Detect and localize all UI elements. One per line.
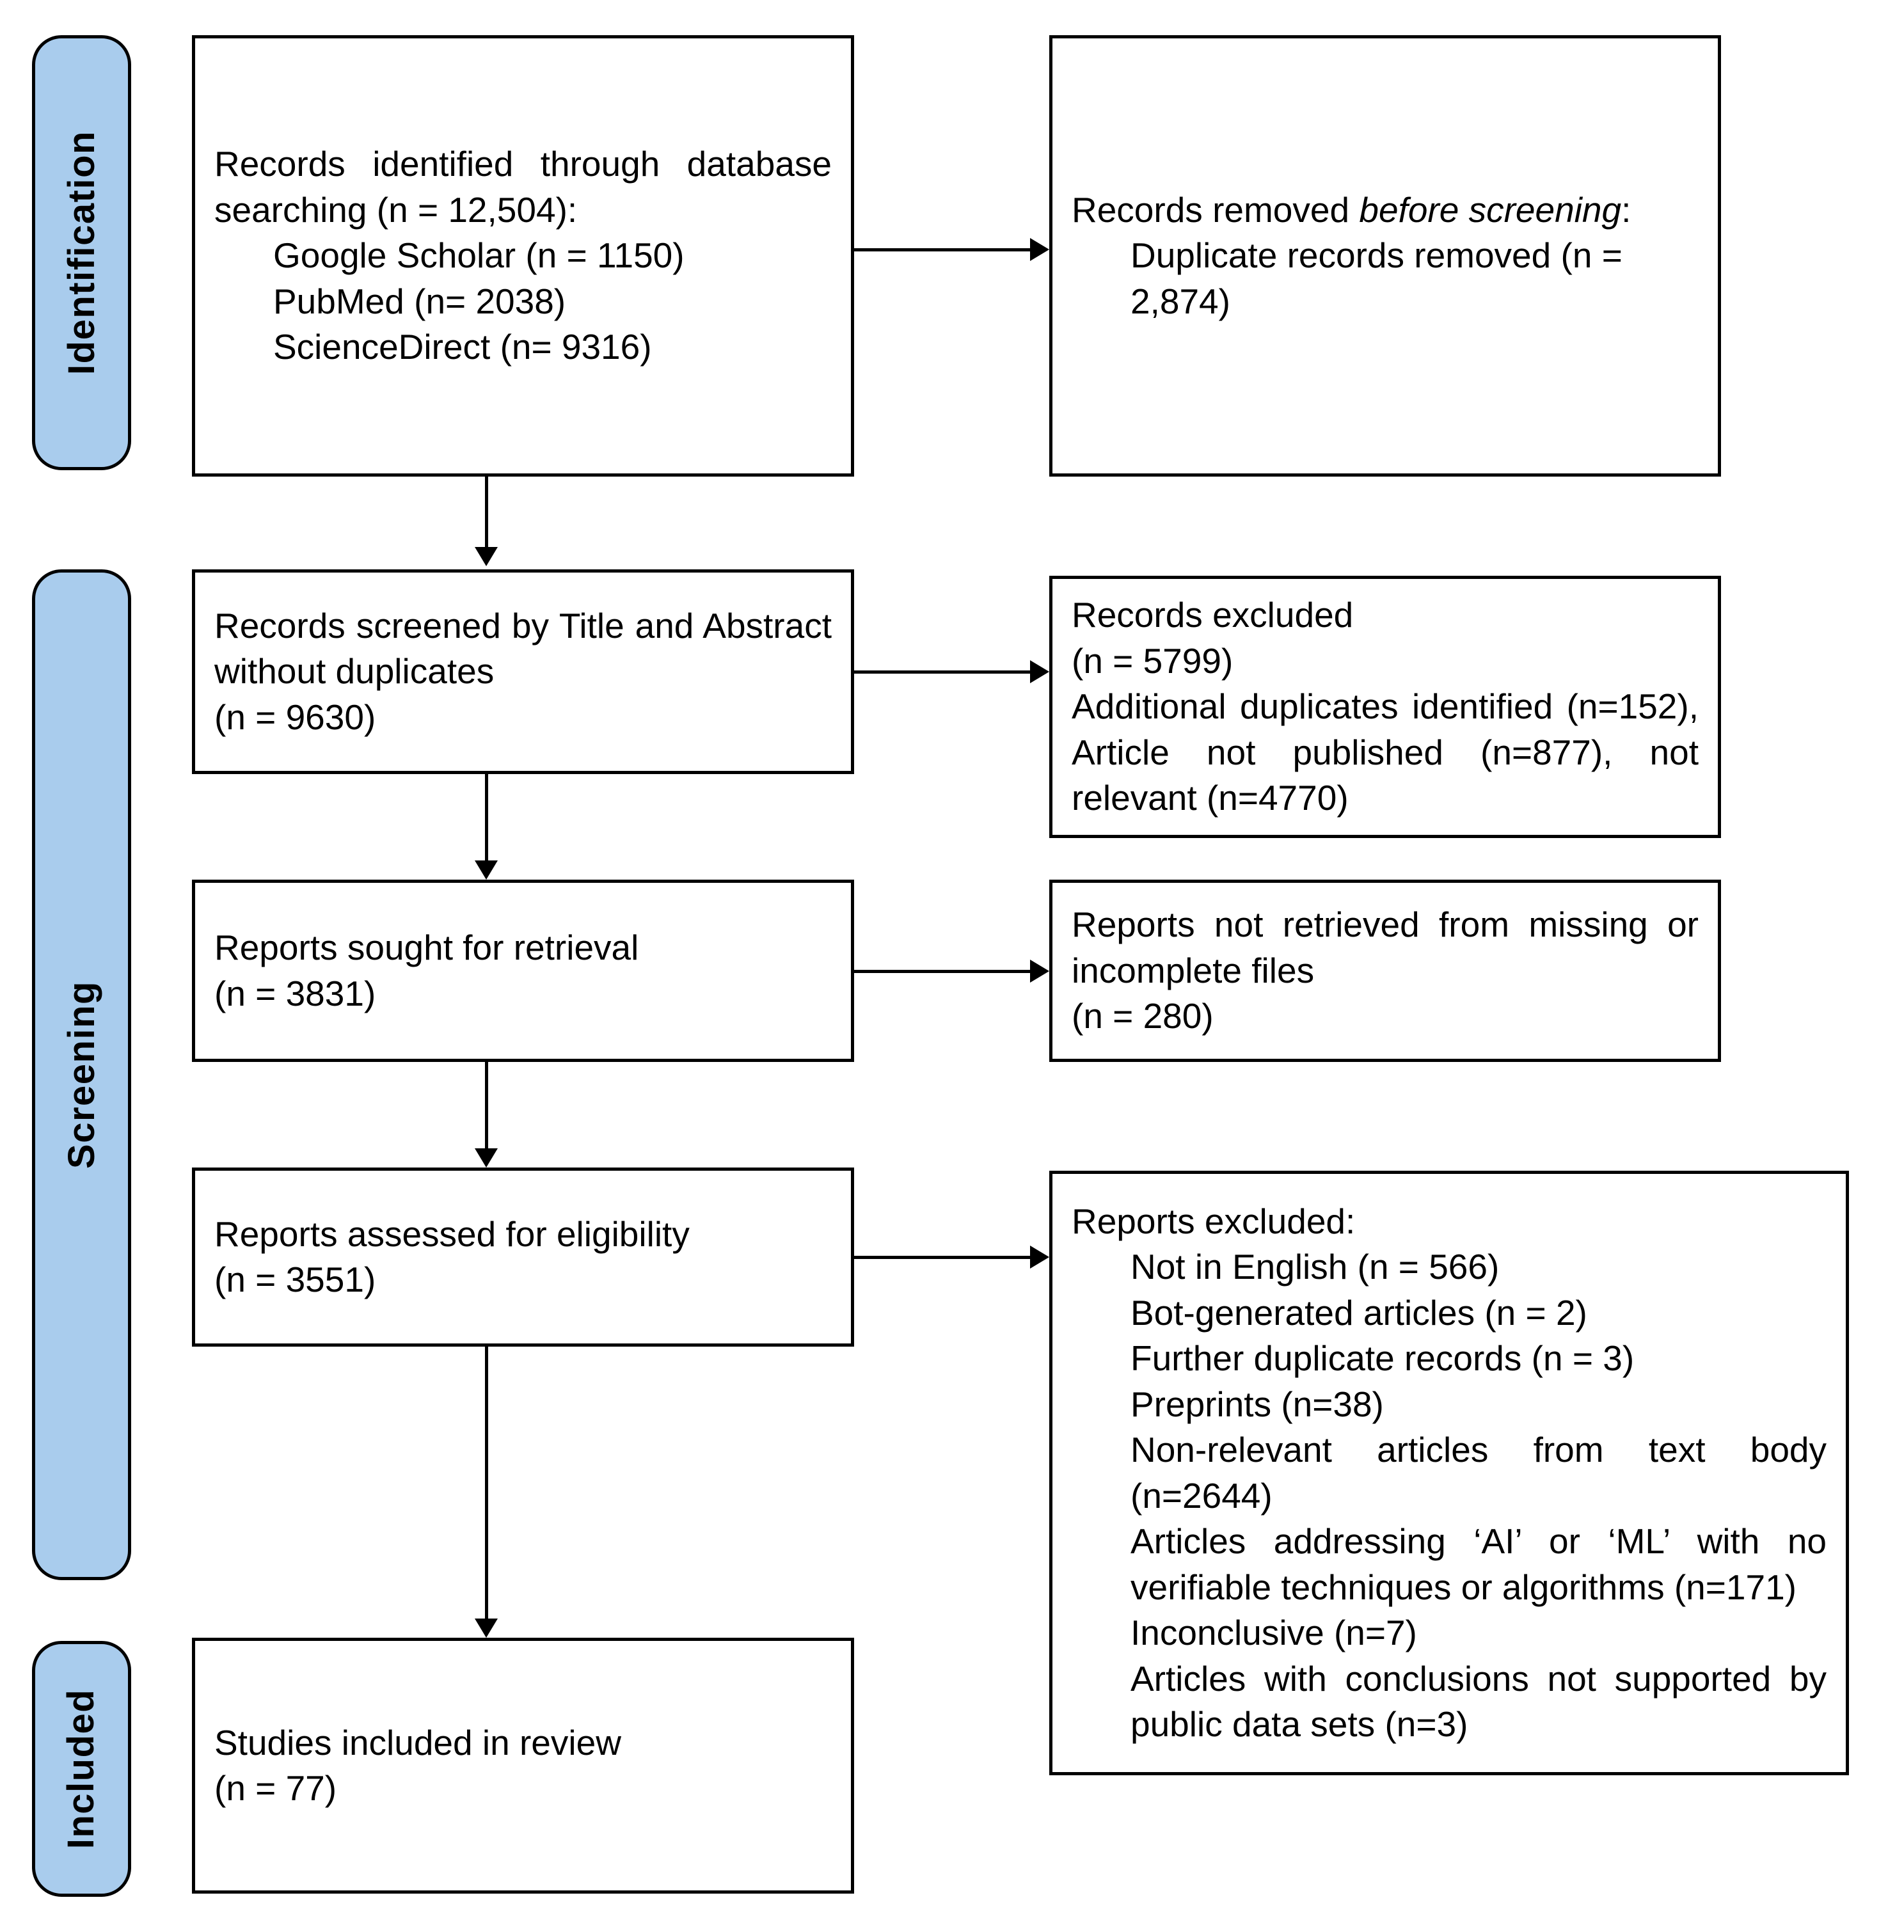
- reports-excluded-item-preprints: Preprints (n=38): [1130, 1384, 1384, 1424]
- reports-not-retrieved-line1: Reports not retrieved from missing or in…: [1072, 905, 1699, 990]
- records-identified-item-google-scholar: Google Scholar (n = 1150): [273, 235, 685, 276]
- records-removed-heading-italic: before screening: [1359, 189, 1622, 230]
- reports-sought-line2: (n = 3831): [214, 973, 376, 1013]
- box-records-identified-content: Records identified through database sear…: [195, 141, 851, 370]
- reports-excluded-item-ai-ml-no-verifiable: Articles addressing ‘AI’ or ‘ML’ with no…: [1130, 1521, 1827, 1607]
- reports-excluded-item-not-in-english: Not in English (n = 566): [1130, 1247, 1500, 1287]
- records-identified-heading: Records identified through database sear…: [214, 144, 832, 230]
- box-records-excluded-content: Records excluded (n = 5799) Additional d…: [1052, 592, 1718, 821]
- arrow-identified-to-removed: [854, 237, 1049, 262]
- box-reports-sought-content: Reports sought for retrieval (n = 3831): [195, 925, 851, 1017]
- arrow-shaft: [484, 477, 488, 550]
- box-reports-assessed-content: Reports assessed for eligibility (n = 35…: [195, 1212, 851, 1303]
- stage-bar-identification: Identification: [32, 35, 131, 470]
- reports-excluded-heading: Reports excluded:: [1072, 1201, 1356, 1241]
- arrow-screened-to-sought: [473, 774, 499, 880]
- box-records-identified: Records identified through database sear…: [192, 35, 854, 477]
- box-records-screened: Records screened by Title and Abstract w…: [192, 569, 854, 774]
- studies-included-line1: Studies included in review: [214, 1722, 621, 1762]
- records-screened-line2: (n = 9630): [214, 697, 376, 737]
- arrow-head: [1030, 1246, 1049, 1269]
- reports-excluded-item-further-duplicates: Further duplicate records (n = 3): [1130, 1338, 1635, 1378]
- arrow-assessed-to-included: [473, 1347, 499, 1638]
- arrow-head: [1030, 660, 1049, 683]
- box-reports-assessed-for-eligibility: Reports assessed for eligibility (n = 35…: [192, 1168, 854, 1347]
- box-records-screened-content: Records screened by Title and Abstract w…: [195, 603, 851, 741]
- records-removed-heading-pre: Records removed: [1072, 189, 1360, 230]
- arrow-sought-to-not-retrieved: [854, 958, 1049, 984]
- reports-excluded-item-conclusions-not-supported: Articles with conclusions not supported …: [1130, 1658, 1827, 1745]
- arrow-shaft: [854, 1255, 1033, 1259]
- box-studies-included-content: Studies included in review (n = 77): [195, 1720, 851, 1812]
- reports-excluded-item-inconclusive: Inconclusive (n=7): [1130, 1613, 1417, 1652]
- box-records-excluded: Records excluded (n = 5799) Additional d…: [1049, 576, 1721, 838]
- stage-bar-screening: Screening: [32, 569, 131, 1580]
- arrow-shaft: [854, 670, 1033, 674]
- stage-label-included: Included: [60, 1688, 102, 1849]
- records-removed-item-duplicates: Duplicate records removed (n = 2,874): [1130, 235, 1622, 321]
- arrow-assessed-to-reports-excluded: [854, 1244, 1049, 1270]
- reports-excluded-item-non-relevant-text-body: Non-relevant articles from text body (n=…: [1130, 1430, 1827, 1516]
- stage-label-identification: Identification: [60, 131, 102, 375]
- reports-sought-line1: Reports sought for retrieval: [214, 928, 639, 967]
- arrow-head: [475, 1619, 498, 1638]
- arrow-shaft: [484, 774, 488, 863]
- box-reports-not-retrieved-content: Reports not retrieved from missing or in…: [1052, 902, 1718, 1040]
- arrow-shaft: [854, 969, 1033, 973]
- arrow-screened-to-excluded: [854, 659, 1049, 685]
- box-reports-excluded: Reports excluded: Not in English (n = 56…: [1049, 1171, 1849, 1775]
- arrow-shaft: [484, 1347, 488, 1621]
- records-screened-line1: Records screened by Title and Abstract w…: [214, 605, 832, 692]
- stage-label-screening: Screening: [60, 981, 102, 1169]
- records-excluded-line3: Additional duplicates identified (n=152)…: [1072, 686, 1699, 818]
- records-removed-heading: Records removed before screening:: [1072, 187, 1699, 234]
- box-reports-not-retrieved: Reports not retrieved from missing or in…: [1049, 880, 1721, 1062]
- reports-excluded-item-bot-generated: Bot-generated articles (n = 2): [1130, 1292, 1587, 1333]
- arrow-identified-to-screened: [473, 477, 499, 566]
- box-studies-included-in-review: Studies included in review (n = 77): [192, 1638, 854, 1894]
- box-records-removed-before-screening: Records removed before screening: Duplic…: [1049, 35, 1721, 477]
- records-excluded-line2: (n = 5799): [1072, 640, 1234, 681]
- arrow-sought-to-assessed: [473, 1062, 499, 1168]
- reports-assessed-line1: Reports assessed for eligibility: [214, 1214, 690, 1254]
- box-reports-sought-for-retrieval: Reports sought for retrieval (n = 3831): [192, 880, 854, 1062]
- records-excluded-line1: Records excluded: [1072, 595, 1354, 635]
- records-identified-item-pubmed: PubMed (n= 2038): [273, 281, 566, 321]
- arrow-head: [1030, 238, 1049, 261]
- arrow-head: [475, 1148, 498, 1168]
- arrow-shaft: [854, 248, 1033, 251]
- reports-not-retrieved-line2: (n = 280): [1072, 996, 1214, 1036]
- studies-included-line2: (n = 77): [214, 1768, 337, 1808]
- records-identified-item-sciencedirect: ScienceDirect (n= 9316): [273, 327, 652, 367]
- records-removed-heading-post: :: [1621, 189, 1631, 230]
- arrow-shaft: [484, 1062, 488, 1151]
- arrow-head: [1030, 960, 1049, 983]
- box-reports-excluded-content: Reports excluded: Not in English (n = 56…: [1052, 1199, 1846, 1748]
- stage-bar-included: Included: [32, 1641, 131, 1897]
- arrow-head: [475, 860, 498, 880]
- arrow-head: [475, 547, 498, 566]
- reports-assessed-line2: (n = 3551): [214, 1260, 376, 1299]
- box-records-removed-content: Records removed before screening: Duplic…: [1052, 187, 1718, 325]
